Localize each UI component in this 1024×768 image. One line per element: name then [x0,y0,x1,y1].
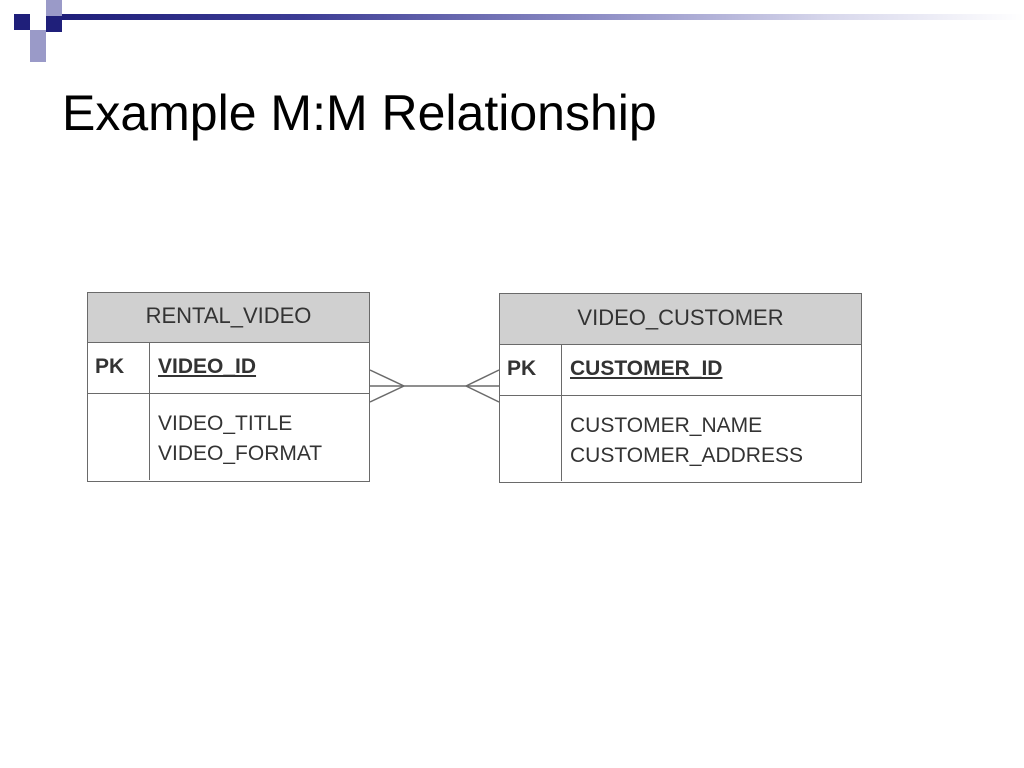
attribute: VIDEO_FORMAT [158,442,323,465]
entity-name: VIDEO_CUSTOMER [500,294,861,345]
attributes-row: CUSTOMER_NAME CUSTOMER_ADDRESS [500,396,861,481]
attributes-list: VIDEO_TITLE VIDEO_FORMAT [150,394,322,480]
crows-foot-right [465,369,500,403]
key-label: PK [500,345,562,395]
deco-square-light-1 [30,30,46,46]
primary-key-row: PK CUSTOMER_ID [500,345,861,396]
crows-foot-left [369,369,405,403]
header-gradient-bar [62,14,1024,20]
entity-rental-video: RENTAL_VIDEO PK VIDEO_ID VIDEO_TITLE VID… [87,292,370,482]
primary-key-row: PK VIDEO_ID [88,343,369,394]
deco-square-light-2 [46,0,62,16]
empty-key-cell [88,394,150,480]
deco-square-dark-1 [14,14,30,30]
attributes-row: VIDEO_TITLE VIDEO_FORMAT [88,394,369,480]
page-title: Example M:M Relationship [62,85,657,141]
entity-video-customer: VIDEO_CUSTOMER PK CUSTOMER_ID CUSTOMER_N… [499,293,862,483]
key-label: PK [88,343,150,393]
empty-key-cell [500,396,562,481]
attribute: CUSTOMER_NAME [570,414,763,437]
deco-square-dark-2 [46,16,62,32]
deco-square-light-3 [30,46,46,62]
attribute: CUSTOMER_ADDRESS [570,444,803,467]
entity-name: RENTAL_VIDEO [88,293,369,343]
primary-key-field: CUSTOMER_ID [570,357,723,380]
attributes-list: CUSTOMER_NAME CUSTOMER_ADDRESS [562,396,803,481]
attribute: VIDEO_TITLE [158,412,293,435]
primary-key-field: VIDEO_ID [158,355,257,378]
